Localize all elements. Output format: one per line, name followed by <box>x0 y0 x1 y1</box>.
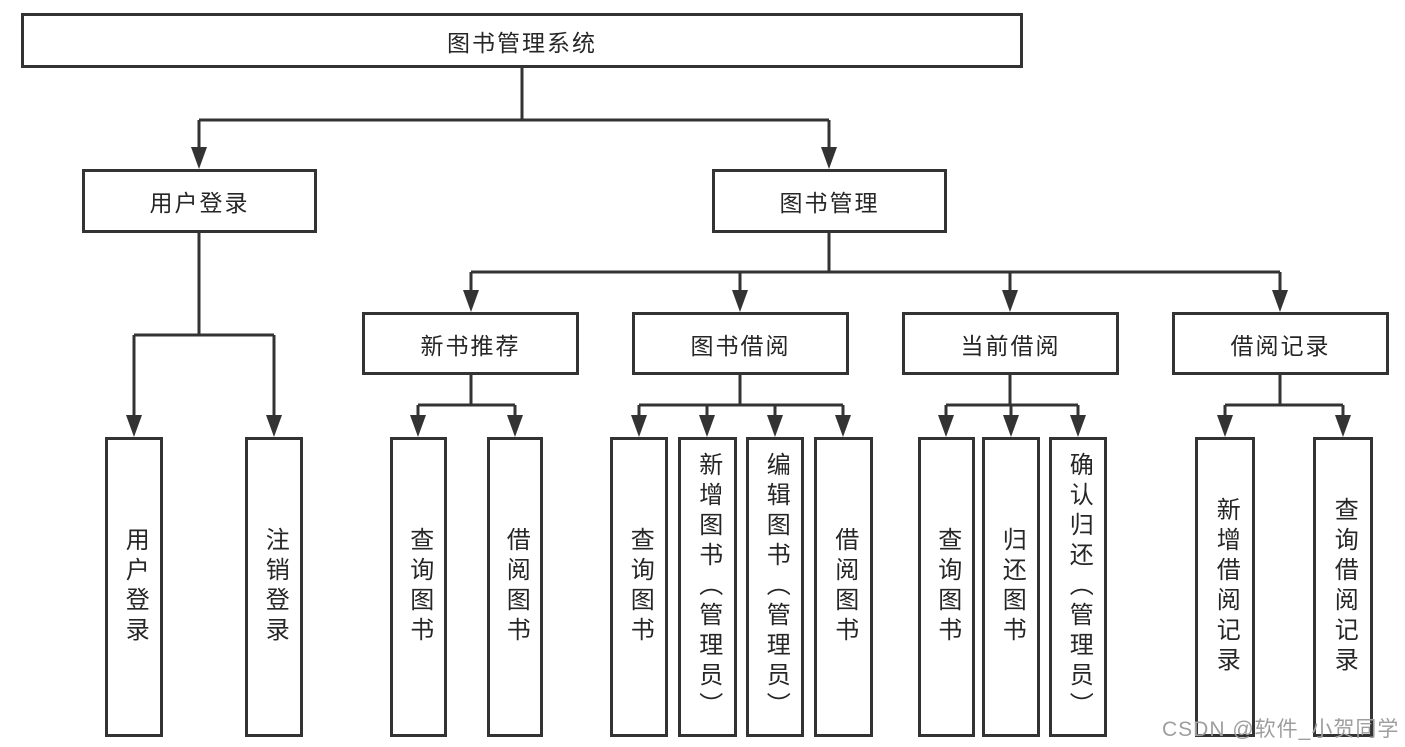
leaf-label: 新增图书（管理员） <box>694 452 722 722</box>
leaf-query-borrow-record: 查询借阅记录 <box>1313 437 1373 737</box>
leaf-label: 借阅图书 <box>830 527 858 647</box>
node-label: 图书管理系统 <box>447 29 597 56</box>
leaf-query-books-borrowing: 查询图书 <box>610 437 668 737</box>
leaf-add-borrow-record: 新增借阅记录 <box>1195 437 1255 737</box>
node-label: 新书推荐 <box>420 332 521 359</box>
leaf-add-book-admin: 新增图书（管理员） <box>678 437 737 737</box>
leaf-borrow-books-recommend: 借阅图书 <box>487 437 543 737</box>
leaf-label: 查询图书 <box>405 527 433 647</box>
leaf-label: 用户登录 <box>121 527 149 647</box>
leaf-label: 借阅图书 <box>502 527 530 647</box>
leaf-label: 查询图书 <box>626 527 654 647</box>
watermark: CSDN @软件_小贺同学 <box>1162 718 1400 741</box>
node-label: 图书借阅 <box>690 332 791 359</box>
node-book-borrowing: 图书借阅 <box>632 312 849 375</box>
leaf-edit-book-admin: 编辑图书（管理员） <box>746 437 804 737</box>
leaf-query-books-recommend: 查询图书 <box>390 437 447 737</box>
node-borrowing-records: 借阅记录 <box>1172 312 1389 375</box>
node-current-borrowing: 当前借阅 <box>902 312 1119 375</box>
leaf-borrow-books-borrowing: 借阅图书 <box>814 437 873 737</box>
node-book-management: 图书管理 <box>712 169 947 233</box>
leaf-label: 确认归还（管理员） <box>1065 452 1093 722</box>
leaf-label: 编辑图书（管理员） <box>762 452 790 722</box>
leaf-label: 查询借阅记录 <box>1330 497 1358 677</box>
leaf-label: 注销登录 <box>261 527 289 647</box>
node-new-book-recommendation: 新书推荐 <box>362 312 579 375</box>
leaf-label: 查询图书 <box>933 527 961 647</box>
leaf-label: 归还图书 <box>998 527 1026 647</box>
leaf-label: 新增借阅记录 <box>1212 497 1240 677</box>
leaf-return-books: 归还图书 <box>982 437 1040 737</box>
node-label: 图书管理 <box>779 190 880 216</box>
leaf-logout: 注销登录 <box>245 437 303 737</box>
leaf-query-books-current: 查询图书 <box>918 437 975 737</box>
node-user-login: 用户登录 <box>82 169 317 233</box>
node-library-system: 图书管理系统 <box>21 13 1023 68</box>
leaf-user-login: 用户登录 <box>105 437 163 737</box>
node-label: 借阅记录 <box>1230 332 1331 359</box>
node-label: 当前借阅 <box>960 332 1061 359</box>
node-label: 用户登录 <box>149 190 250 216</box>
leaf-confirm-return-admin: 确认归还（管理员） <box>1049 437 1107 737</box>
